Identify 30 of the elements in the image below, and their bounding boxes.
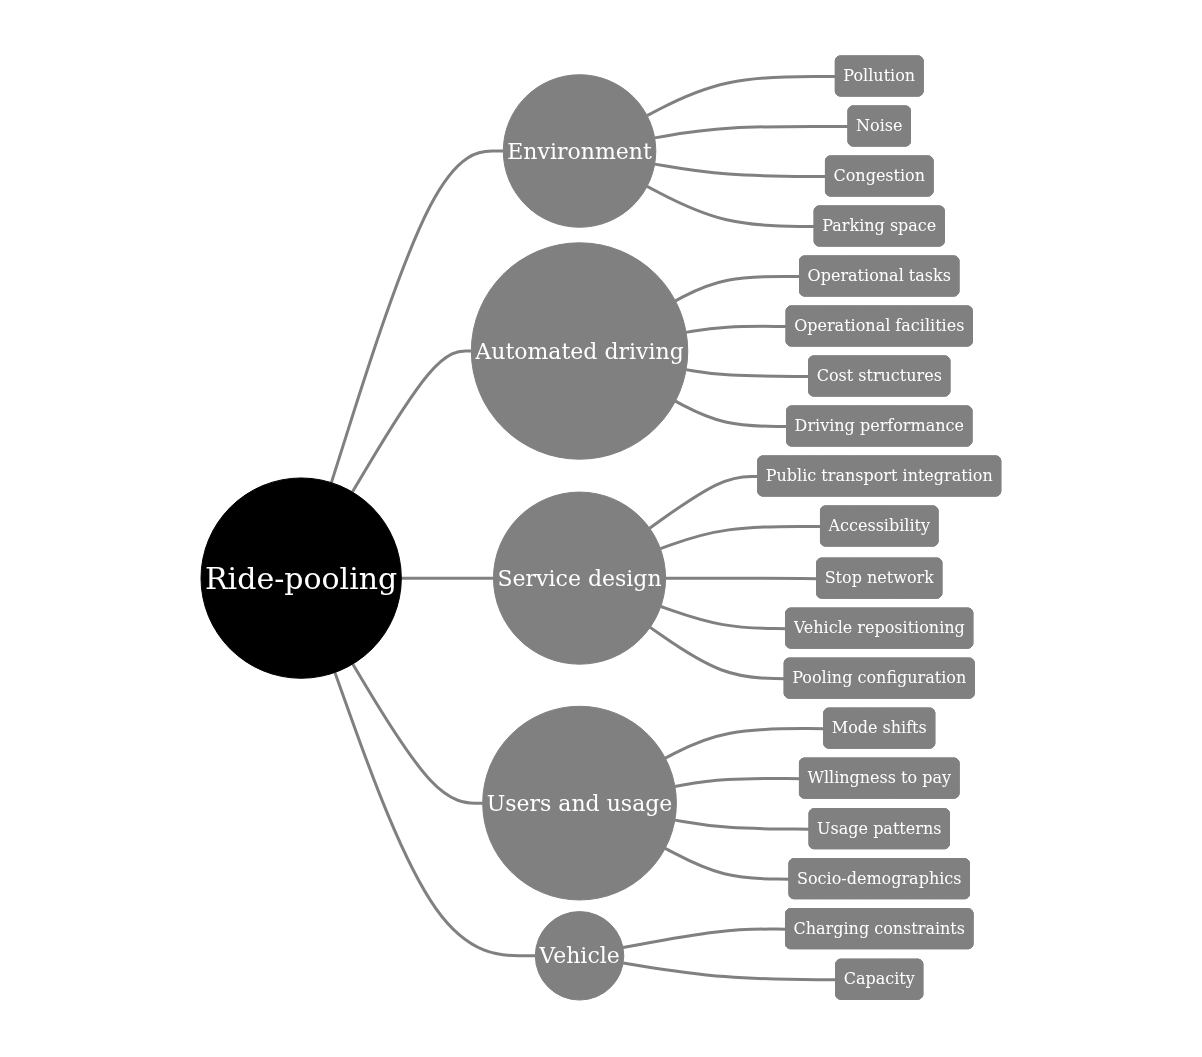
connector [333,672,536,958]
connector [401,577,494,581]
node-circle: Automated driving [470,242,689,461]
connector [654,163,827,179]
connector [646,185,815,229]
node-circle: Users and usage [482,706,677,901]
node-circle: Ride-pooling [200,477,402,680]
connector [674,777,801,789]
connector [674,819,810,832]
connector [686,325,787,335]
connector [623,961,837,982]
node-circle: Environment [502,74,657,229]
connector [660,605,787,631]
connector [660,525,822,551]
connector [330,149,504,484]
connector [686,368,810,379]
connector [351,663,483,806]
connector [665,577,818,581]
connector [649,626,785,681]
node-circle: Service design [493,492,667,666]
connector [654,125,849,140]
connector [664,847,790,882]
connector [622,928,787,950]
connector [674,400,788,429]
node-circle: Vehicle [534,911,625,1001]
connector [674,275,801,303]
connector [664,727,825,760]
connector [648,475,759,530]
connector [646,75,836,118]
connector [351,349,472,494]
